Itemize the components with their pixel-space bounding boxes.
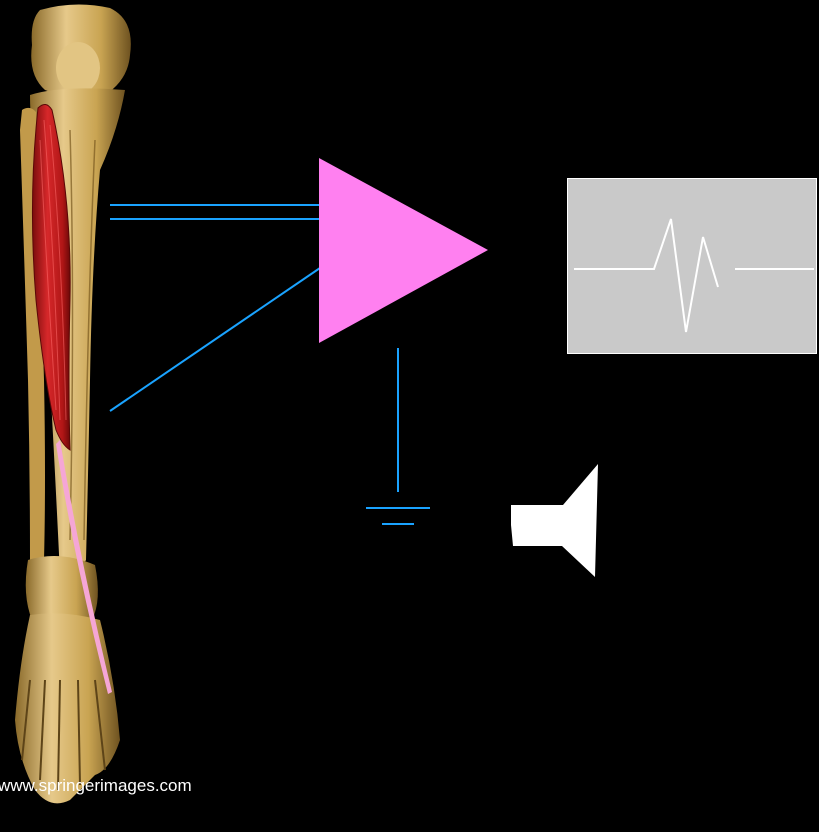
ground-symbol (366, 348, 430, 524)
foot (15, 613, 120, 803)
electrode-leads (110, 205, 320, 411)
amplifier-triangle (319, 158, 488, 343)
watermark-credit: www.springerimages.com (0, 776, 192, 796)
lead-wire-3 (110, 268, 320, 411)
leg-skeleton (15, 4, 131, 803)
patella (56, 42, 100, 94)
oscilloscope-display (567, 178, 817, 354)
speaker-icon (511, 464, 598, 577)
signal-trace (568, 179, 816, 353)
